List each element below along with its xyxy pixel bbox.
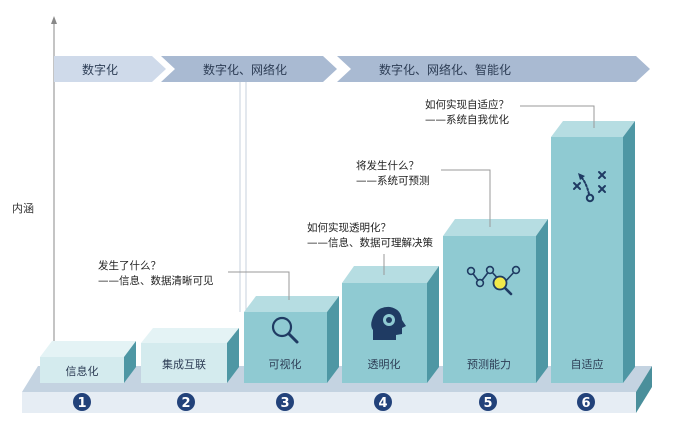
note-adaptive: 如何实现自适应？ ——系统自我优化 xyxy=(425,98,509,128)
stage-bar-2: 集成互联 xyxy=(141,328,239,383)
note-1-answer: ——信息、数据清晰可见 xyxy=(98,275,214,287)
stage-bar-3: 可视化 xyxy=(244,296,339,383)
banner-3-label: 数字化、网络化、智能化 xyxy=(379,62,511,77)
network-magnifier-icon xyxy=(466,265,521,296)
badge-4-number: 4 xyxy=(378,396,387,411)
banner-1-label: 数字化 xyxy=(82,62,118,77)
stage-1-label: 信息化 xyxy=(66,364,99,378)
note-what-happened: 发生了什么？ ——信息、数据清晰可见 xyxy=(98,259,214,289)
banner-3: 数字化、网络化、智能化 xyxy=(337,56,650,82)
badge-1-number: 1 xyxy=(77,396,86,411)
leader-lines xyxy=(228,105,595,300)
note-4-answer: ——系统自我优化 xyxy=(425,114,509,126)
note-2-question: 如何实现透明化？ xyxy=(307,222,391,234)
note-transparency: 如何实现透明化？ ——信息、数据可理解决策 xyxy=(307,221,433,251)
stage-5-label: 预测能力 xyxy=(467,357,511,371)
stage-bar-6: 自适应 xyxy=(551,121,635,383)
badge-5-number: 5 xyxy=(483,396,492,411)
note-prediction: 将发生什么？ ——系统可预测 xyxy=(356,159,430,189)
badge-3: 3 xyxy=(276,393,294,411)
stage-2-label: 集成互联 xyxy=(162,357,206,371)
magnifier-icon xyxy=(271,316,299,344)
stage-bar-5: 预测能力 xyxy=(443,219,548,383)
stage-bar-1: 信息化 xyxy=(40,341,136,383)
stage-bar-4: 透明化 xyxy=(342,266,439,383)
note-3-question: 将发生什么？ xyxy=(356,160,419,172)
stage-6-label: 自适应 xyxy=(571,357,604,371)
banner-2-label: 数字化、网络化 xyxy=(203,62,287,77)
badge-3-number: 3 xyxy=(280,396,289,411)
y-axis-arrow xyxy=(51,16,57,24)
badge-1: 1 xyxy=(73,393,91,411)
banner-2: 数字化、网络化 xyxy=(161,56,337,82)
banner-1: 数字化 xyxy=(54,56,166,82)
badge-2-number: 2 xyxy=(181,396,190,411)
note-1-question: 发生了什么？ xyxy=(98,260,161,272)
stage-3-label: 可视化 xyxy=(269,357,302,371)
badge-5: 5 xyxy=(479,393,497,411)
stage-4-label: 透明化 xyxy=(368,357,401,371)
brain-head-icon xyxy=(371,306,406,340)
note-4-question: 如何实现自适应？ xyxy=(425,99,509,111)
note-2-answer: ——信息、数据可理解决策 xyxy=(307,237,433,249)
badge-6: 6 xyxy=(577,393,595,411)
y-axis-label: 内涵 xyxy=(12,202,34,215)
note-3-answer: ——系统可预测 xyxy=(356,175,430,187)
strategy-play-icon xyxy=(573,171,606,203)
badge-4: 4 xyxy=(374,393,392,411)
badge-6-number: 6 xyxy=(581,396,590,411)
badge-2: 2 xyxy=(177,393,195,411)
